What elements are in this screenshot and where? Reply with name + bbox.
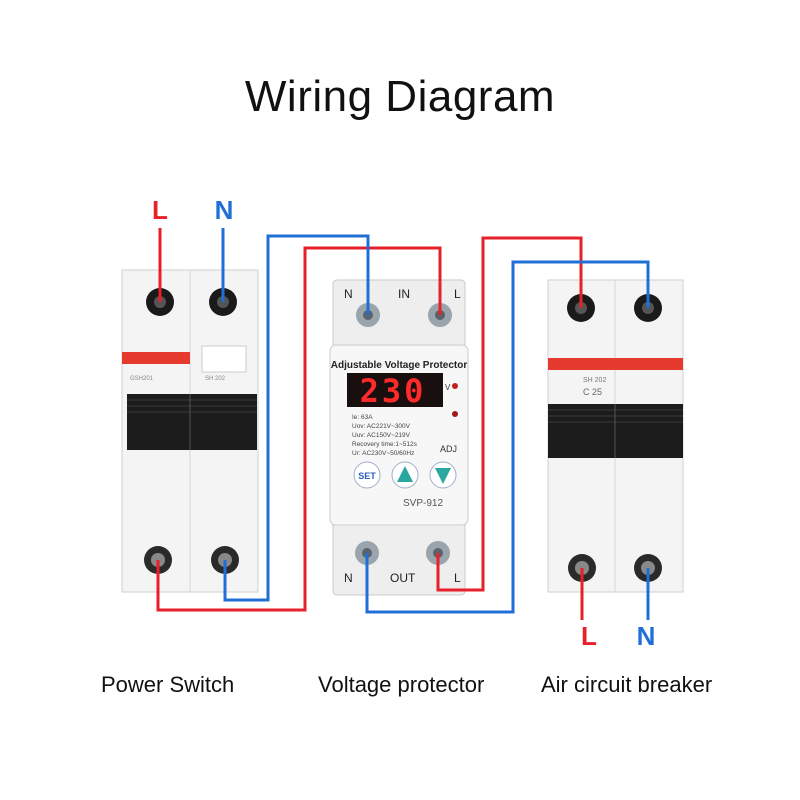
vp-spec-lines: Ie: 63A Uov: AC221V~300V Uuv: AC150V~219… [352,414,418,457]
vp-spec-line: Recovery time:1~512s [352,441,418,448]
page-title: Wiring Diagram [244,72,556,121]
vp-set-label: SET [358,471,376,481]
vp-adj-label: ADJ [440,444,457,454]
vp-indicator-led-2 [452,411,458,417]
air-breaker-caption: Air circuit breaker [541,672,713,697]
up-arrow-icon [397,466,413,482]
input-neutral-label: N [215,195,234,225]
vp-bottom-label-l: L [454,571,461,585]
acb-model-label: SH 202 [583,377,606,384]
vp-indicator-led [452,383,458,389]
wire-switch-to-vp-neutral [223,234,370,602]
vp-top-label-n: N [344,287,353,301]
air-circuit-breaker: SH 202 C 25 [547,279,684,593]
vp-set-button[interactable] [353,461,381,489]
wire-switch-to-vp-live [156,246,442,612]
wires [156,228,650,620]
vp-bottom-label-n: N [344,571,353,585]
voltage-protector: N IN L Adjustable Voltage Protector 230 … [329,279,469,596]
power-switch-stripe [122,352,190,364]
output-neutral-label: N [637,621,656,651]
down-arrow-icon [435,468,451,484]
vp-spec-line: Uov: AC221V~300V [352,423,411,430]
output-live-label: L [581,621,597,651]
power-switch-toggle [127,394,257,450]
vp-display [347,373,443,407]
power-switch: GSH201 SH 202 [121,269,259,593]
vp-bottom-label-out: OUT [390,571,416,585]
vp-spec-line: Ur: AC230V~50/60Hz [352,450,414,457]
vp-top-label-in: IN [398,287,410,301]
vp-indicator-v: V [445,383,451,392]
svg-text:GSH201: GSH201 [130,376,154,382]
wire-vp-to-acb-live [436,236,583,592]
wire-vp-to-acb-neutral [365,260,650,614]
vp-model: SVP-912 [403,498,443,509]
acb-rating: C 25 [583,387,602,397]
vp-top-label-l: L [454,287,461,301]
vp-spec-line: Ie: 63A [352,414,373,421]
power-switch-caption: Power Switch [101,672,235,697]
vp-header: Adjustable Voltage Protector [331,360,468,371]
input-live-label: L [152,195,168,225]
svg-text:SH 202: SH 202 [205,376,226,382]
voltage-protector-caption: Voltage protector [318,672,485,697]
acb-stripe [548,358,683,370]
vp-spec-line: Uuv: AC150V~219V [352,432,411,439]
vp-display-value: 230 [360,372,427,410]
